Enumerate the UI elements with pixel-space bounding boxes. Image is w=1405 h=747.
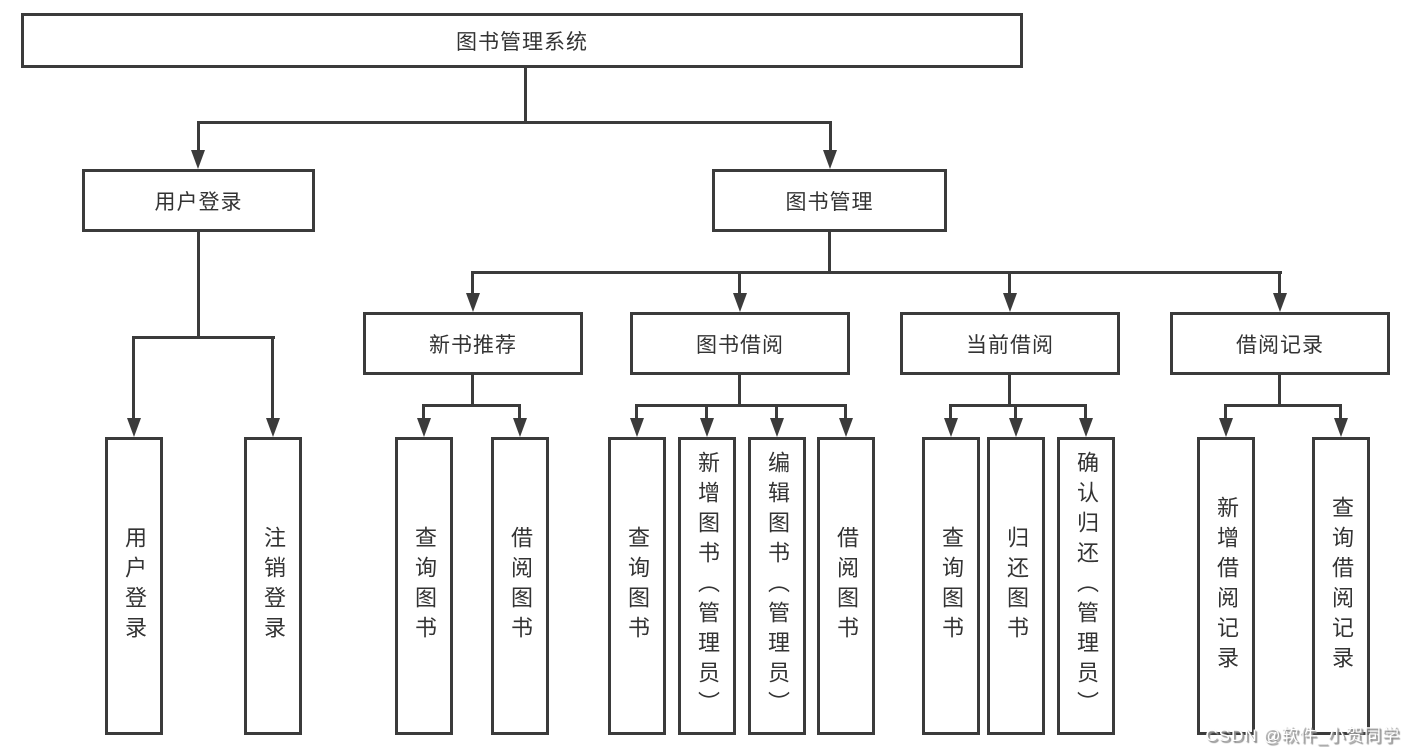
leaf-label: 查询图书 (625, 526, 650, 646)
connector-hline (422, 404, 521, 407)
connector-vline (635, 404, 638, 421)
arrow-down-icon (191, 150, 205, 169)
leaf-label: 注销登录 (261, 526, 286, 646)
leaf-add-book-admin: 新增图书（管理员） (678, 437, 736, 735)
connector-vline (1224, 404, 1227, 421)
arrow-down-icon (839, 418, 853, 437)
connector-vline (1014, 404, 1017, 421)
connector-hline (197, 121, 831, 124)
leaf-query-book-recommend: 查询图书 (395, 437, 453, 735)
node-user-login: 用户登录 (82, 169, 315, 232)
arrow-down-icon (1219, 418, 1233, 437)
leaf-label: 新增借阅记录 (1214, 496, 1239, 676)
connector-vline (705, 404, 708, 421)
leaf-label: 查询图书 (939, 526, 964, 646)
arrow-down-icon (466, 293, 480, 312)
connector-vline (1278, 271, 1281, 296)
connector-vline (1278, 375, 1281, 407)
node-book-management: 图书管理 (712, 169, 947, 232)
arrow-down-icon (266, 418, 280, 437)
node-new-book-recommend: 新书推荐 (363, 312, 583, 375)
leaf-label: 归还图书 (1004, 526, 1029, 646)
connector-vline (132, 336, 135, 421)
leaf-borrow-book-recommend: 借阅图书 (491, 437, 549, 735)
arrow-down-icon (1334, 418, 1348, 437)
leaf-add-borrow-record: 新增借阅记录 (1197, 437, 1255, 735)
connector-vline (524, 68, 527, 124)
connector-hline (132, 336, 275, 339)
leaf-confirm-return-admin: 确认归还（管理员） (1057, 437, 1115, 735)
leaf-borrow-book: 借阅图书 (817, 437, 875, 735)
leaf-user-login: 用户登录 (105, 437, 163, 735)
connector-vline (518, 404, 521, 421)
arrow-down-icon (700, 418, 714, 437)
connector-vline (1008, 271, 1011, 296)
connector-hline (635, 404, 847, 407)
arrow-down-icon (733, 293, 747, 312)
connector-vline (828, 232, 831, 274)
node-book-borrowing: 图书借阅 (630, 312, 850, 375)
leaf-logout: 注销登录 (244, 437, 302, 735)
arrow-down-icon (1079, 418, 1093, 437)
leaf-query-book-current: 查询图书 (922, 437, 980, 735)
connector-vline (1084, 404, 1087, 421)
connector-vline (471, 271, 474, 296)
connector-hline (471, 271, 1282, 274)
arrow-down-icon (1003, 293, 1017, 312)
connector-vline (1339, 404, 1342, 421)
leaf-label: 借阅图书 (834, 526, 859, 646)
connector-vline (738, 375, 741, 407)
leaf-query-book-borrowing: 查询图书 (608, 437, 666, 735)
connector-vline (197, 232, 200, 339)
leaf-label: 查询图书 (412, 526, 437, 646)
connector-vline (471, 375, 474, 407)
leaf-label: 编辑图书（管理员） (765, 451, 790, 721)
arrow-down-icon (417, 418, 431, 437)
arrow-down-icon (127, 418, 141, 437)
leaf-label: 新增图书（管理员） (695, 451, 720, 721)
node-library-management-system: 图书管理系统 (21, 13, 1023, 68)
connector-vline (949, 404, 952, 421)
connector-vline (1008, 375, 1011, 407)
leaf-return-book: 归还图书 (987, 437, 1045, 735)
connector-vline (775, 404, 778, 421)
connector-vline (197, 121, 200, 153)
arrow-down-icon (944, 418, 958, 437)
leaf-query-borrow-record: 查询借阅记录 (1312, 437, 1370, 735)
leaf-label: 用户登录 (122, 526, 147, 646)
node-current-borrowing: 当前借阅 (900, 312, 1120, 375)
connector-vline (738, 271, 741, 296)
arrow-down-icon (770, 418, 784, 437)
connector-vline (422, 404, 425, 421)
connector-vline (271, 336, 274, 421)
connector-vline (829, 121, 832, 153)
arrow-down-icon (823, 150, 837, 169)
arrow-down-icon (630, 418, 644, 437)
csdn-watermark: CSDN @软件_小贺同学 (1205, 726, 1400, 745)
leaf-label: 确认归还（管理员） (1074, 451, 1099, 721)
arrow-down-icon (1273, 293, 1287, 312)
arrow-down-icon (1009, 418, 1023, 437)
connector-hline (949, 404, 1087, 407)
node-borrowing-records: 借阅记录 (1170, 312, 1390, 375)
connector-hline (1224, 404, 1342, 407)
leaf-label: 查询借阅记录 (1329, 496, 1354, 676)
leaf-label: 借阅图书 (508, 526, 533, 646)
connector-vline (844, 404, 847, 421)
leaf-edit-book-admin: 编辑图书（管理员） (748, 437, 806, 735)
arrow-down-icon (513, 418, 527, 437)
